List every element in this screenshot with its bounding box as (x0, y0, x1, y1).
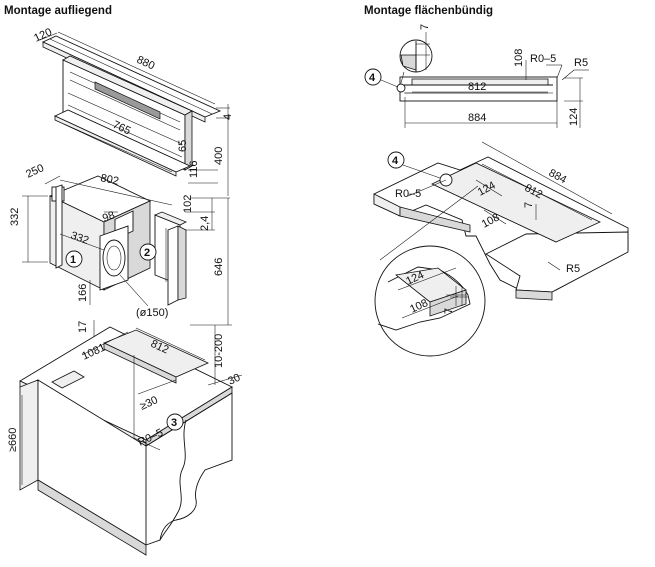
svg-text:880: 880 (135, 54, 157, 73)
duct-outlet-150 (99, 225, 129, 291)
callout-3: 3 (166, 413, 184, 431)
svg-text:R5: R5 (566, 263, 580, 275)
svg-text:332: 332 (9, 208, 21, 226)
left-bracket (55, 184, 63, 269)
svg-text:3: 3 (171, 417, 177, 429)
svg-text:7: 7 (523, 202, 535, 208)
callout-4-section: 4 (364, 68, 399, 88)
svg-text:4: 4 (222, 114, 234, 120)
svg-text:884: 884 (547, 167, 569, 186)
svg-text:R0–5: R0–5 (530, 53, 556, 65)
callout-1: 1 (65, 250, 83, 268)
svg-text:802: 802 (99, 172, 119, 188)
svg-text:98: 98 (101, 209, 117, 224)
dimension-lines-left-top (22, 31, 232, 340)
svg-text:1: 1 (70, 254, 76, 266)
svg-text:30: 30 (226, 372, 242, 388)
svg-text:250: 250 (24, 162, 46, 181)
svg-text:R0–5: R0–5 (395, 188, 421, 200)
svg-text:400: 400 (213, 147, 225, 165)
svg-text:166: 166 (77, 284, 89, 302)
svg-text:7: 7 (419, 24, 431, 30)
detail-leader-line (379, 185, 479, 261)
callout-4-iso: 4 (387, 151, 441, 179)
svg-text:4: 4 (369, 72, 376, 84)
downdraft-body (62, 55, 193, 171)
svg-text:332: 332 (69, 230, 90, 248)
svg-text:65: 65 (177, 140, 189, 152)
svg-text:2,4: 2,4 (199, 216, 211, 231)
flush-cutout-isometric (373, 141, 629, 301)
title-montage-aufliegend: Montage aufliegend (4, 5, 112, 17)
svg-text:108: 108 (513, 49, 525, 67)
svg-text:(ø150): (ø150) (136, 307, 168, 319)
flush-section-view (396, 32, 589, 128)
svg-text:646: 646 (213, 258, 225, 276)
svg-text:2: 2 (144, 247, 150, 259)
title-montage-flaechenbuendig: Montage flächenbündig (364, 5, 494, 17)
svg-text:124: 124 (568, 108, 580, 126)
svg-text:R5: R5 (574, 57, 588, 69)
downdraft-base-flange (53, 109, 192, 177)
svg-text:884: 884 (468, 112, 486, 124)
svg-text:≥660: ≥660 (7, 428, 19, 452)
dimension-labels-section: 7 108 R0–5 R5 812 124 884 (419, 24, 588, 126)
dimension-lines-cabinet (21, 325, 243, 485)
svg-text:812: 812 (468, 81, 486, 93)
svg-text:17: 17 (77, 321, 89, 333)
callout-2: 2 (139, 243, 157, 261)
svg-text:116: 116 (188, 160, 200, 178)
svg-text:10-200: 10-200 (213, 334, 225, 368)
svg-text:4: 4 (392, 155, 399, 167)
rear-column (167, 225, 187, 306)
dimension-labels-left-top: 120 880 4 765 65 400 116 250 802 102 332… (9, 26, 234, 333)
svg-text:102: 102 (182, 195, 194, 213)
svg-text:7: 7 (443, 308, 455, 314)
detail-zoom-circle (374, 245, 486, 357)
kitchen-cabinet (19, 326, 233, 556)
